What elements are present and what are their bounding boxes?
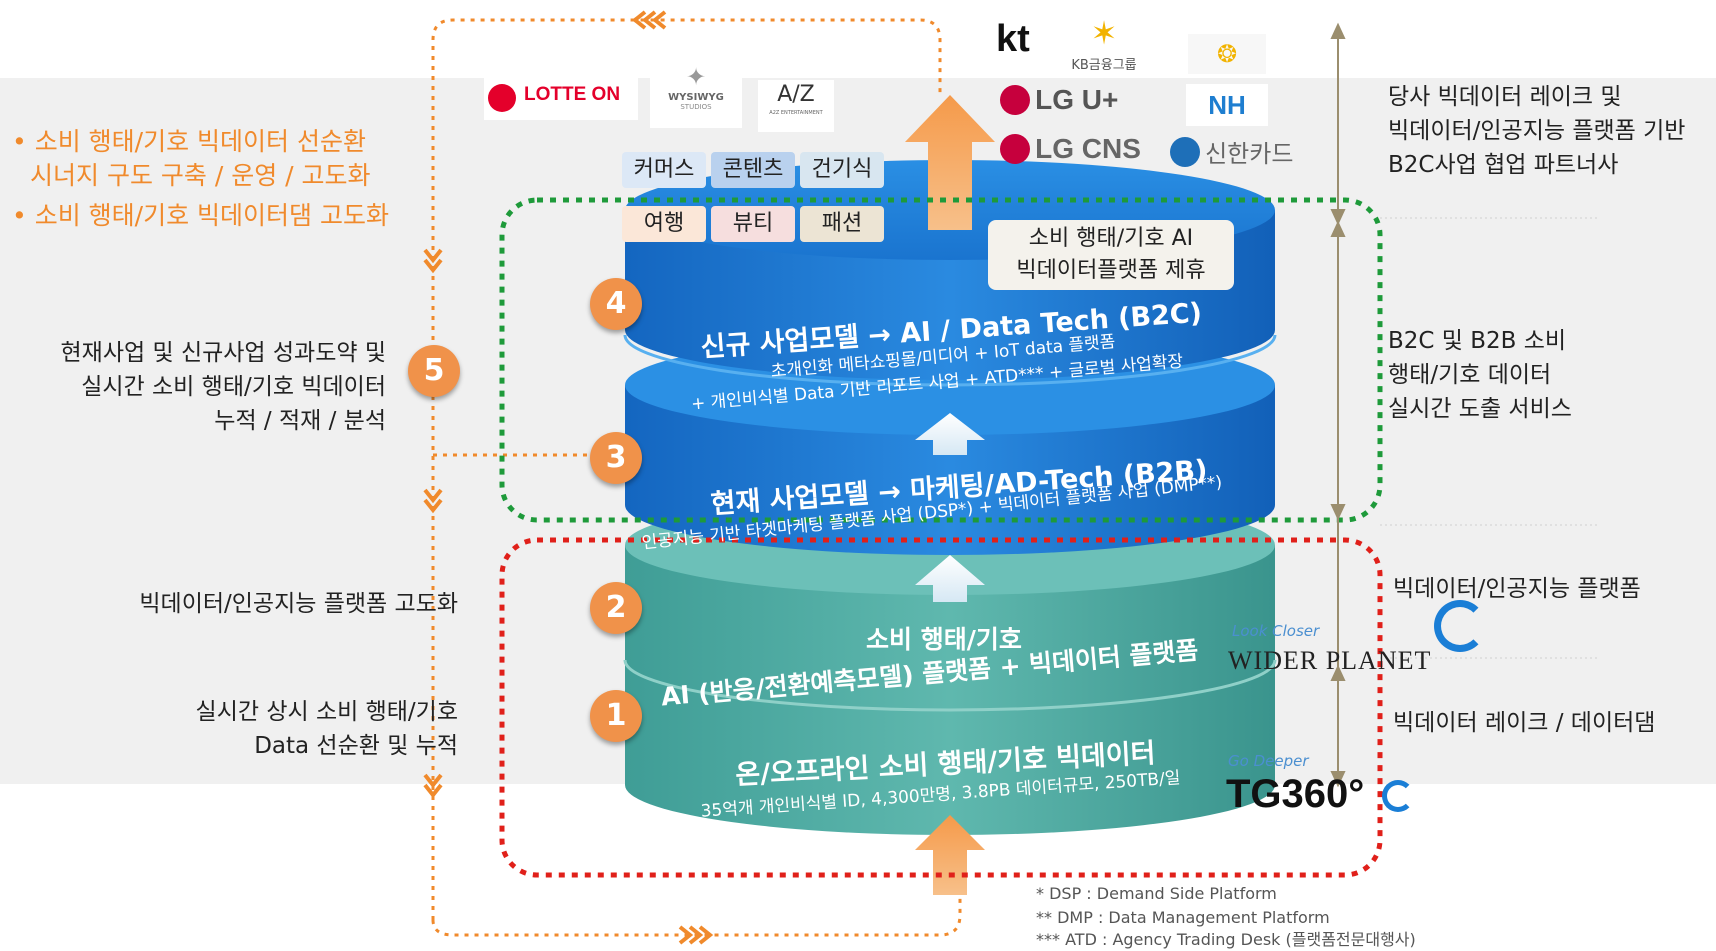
feedback-loop xyxy=(431,18,962,937)
shinhan-logo: 신한카드 xyxy=(1170,134,1293,169)
partnership-line-1: 소비 행태/기호 AI xyxy=(1028,226,1194,251)
b2c-b2b-desc: B2C 및 B2B 소비 행태/기호 데이터 실시간 도출 서비스 xyxy=(1388,324,1572,426)
step-badge-5: 5 xyxy=(408,345,460,397)
nh-label: NH xyxy=(1208,90,1246,120)
footnote-atd: *** ATD : Agency Trading Desk (플랫폼전문대행사) xyxy=(1036,930,1416,949)
nh-logo: NH xyxy=(1186,84,1268,126)
step-badge-1: 1 xyxy=(590,690,642,742)
b2c-b2b-line-3: 실시간 도출 서비스 xyxy=(1388,396,1572,422)
kb-label: KB금융그룹 xyxy=(1071,58,1137,73)
nh-symbol-logo: ❂ xyxy=(1188,34,1266,74)
lgu-logo: LG U+ xyxy=(1000,84,1118,116)
b2c-b2b-line-1: B2C 및 B2B 소비 xyxy=(1388,328,1567,354)
platform-desc: 빅데이터/인공지능 플랫폼 xyxy=(1393,576,1641,602)
tg360-brand: TG360° xyxy=(1226,772,1365,816)
lg-face-icon-2 xyxy=(1000,134,1030,164)
nh-symbol-icon: ❂ xyxy=(1216,40,1238,68)
partnership-box: 소비 행태/기호 AI 빅데이터플랫폼 제휴 xyxy=(988,220,1234,290)
lgcns-label: LG CNS xyxy=(1035,133,1141,164)
realtime-text: 실시간 상시 소비 행태/기호 Data 선순환 및 누적 xyxy=(196,695,458,763)
wider-planet-swirl-icon xyxy=(1434,600,1486,652)
step-badge-3: 3 xyxy=(590,432,642,484)
partners-desc: 당사 빅데이터 레이크 및 빅데이터/인공지능 플랫폼 기반 B2C사업 협업 … xyxy=(1388,80,1685,182)
wysiwyg-butterfly-icon: ✦ xyxy=(685,63,707,91)
bullet-line-3: • 소비 행태/기호 빅데이터댐 고도화 xyxy=(12,201,389,230)
partners-line-1: 당사 빅데이터 레이크 및 xyxy=(1388,84,1622,110)
lotte-circle-icon xyxy=(488,84,516,112)
row-separators xyxy=(1380,217,1600,659)
tag-fashion: 패션 xyxy=(800,206,884,242)
realtime-line-1: 실시간 상시 소비 행태/기호 xyxy=(195,699,458,725)
a2z-logo: A/Z A2Z ENTERTAINMENT xyxy=(758,80,834,132)
step-badge-2: 2 xyxy=(590,582,642,634)
platform-upgrade-text: 빅데이터/인공지능 플랫폼 고도화 xyxy=(139,591,458,617)
wider-planet-tagline: Look Closer xyxy=(1232,622,1320,640)
step5-line-1: 현재사업 및 신규사업 성과도약 및 xyxy=(60,340,386,366)
b2x-frame xyxy=(499,197,1383,523)
tag-contents: 콘텐츠 xyxy=(711,152,795,188)
lgcns-logo: LG CNS xyxy=(1000,133,1141,165)
step5-line-2: 실시간 소비 행태/기호 빅데이터 xyxy=(81,374,386,400)
partners-line-2: 빅데이터/인공지능 플랫폼 기반 xyxy=(1388,118,1686,144)
right-timeline xyxy=(1330,22,1346,788)
lake-desc: 빅데이터 레이크 / 데이터댐 xyxy=(1393,710,1656,736)
bullet-line-2: 시너지 구도 구축 / 운영 / 고도화 xyxy=(30,161,371,190)
kb-logo: ✶ KB금융그룹 xyxy=(1044,12,1164,78)
wysiwyg-sub: STUDIOS xyxy=(680,103,712,111)
b2c-b2b-line-2: 행태/기호 데이터 xyxy=(1388,362,1552,388)
partners-line-3: B2C사업 협업 파트너사 xyxy=(1388,152,1619,178)
up-arrow-icons xyxy=(905,95,995,895)
a2z-label: A2Z ENTERTAINMENT xyxy=(769,110,823,116)
wysiwyg-logo: ✦ WYSIWYG STUDIOS xyxy=(650,62,742,128)
layer2-title-1: 소비 행태/기호 xyxy=(866,625,1022,654)
bullet-line-1: • 소비 행태/기호 빅데이터 선순환 xyxy=(12,127,366,156)
lotte-on-logo: LOTTE ON xyxy=(484,78,638,120)
partnership-line-2: 빅데이터플랫폼 제휴 xyxy=(1016,258,1206,283)
step-badge-4: 4 xyxy=(590,278,642,330)
step5-text: 현재사업 및 신규사업 성과도약 및 실시간 소비 행태/기호 빅데이터 누적 … xyxy=(61,336,386,438)
chevron-icons xyxy=(423,10,714,945)
shinhan-s-icon xyxy=(1170,136,1200,167)
tg360-swirl-icon xyxy=(1382,780,1414,812)
shinhan-label: 신한카드 xyxy=(1205,140,1294,168)
tag-health-food: 건기식 xyxy=(800,152,884,188)
tag-beauty: 뷰티 xyxy=(711,206,795,242)
realtime-line-2: Data 선순환 및 누적 xyxy=(254,733,458,759)
wider-planet-brand: WIDER PLANET xyxy=(1228,646,1432,675)
lgu-label: LG U+ xyxy=(1035,84,1119,115)
footnote-dmp: ** DMP : Data Management Platform xyxy=(1036,908,1330,927)
a2z-mark-icon: A/Z xyxy=(777,82,815,107)
lg-face-icon xyxy=(1000,85,1030,115)
wysiwyg-label: WYSIWYG xyxy=(668,92,724,103)
tg360-tagline: Go Deeper xyxy=(1228,752,1309,770)
kb-star-icon: ✶ xyxy=(1090,14,1118,52)
tag-travel: 여행 xyxy=(622,206,706,242)
lotte-on-label: LOTTE ON xyxy=(524,84,621,105)
lake-frame xyxy=(499,537,1383,878)
tag-commerce: 커머스 xyxy=(622,152,706,188)
kt-logo: kt xyxy=(996,18,1030,60)
step5-line-3: 누적 / 적재 / 분석 xyxy=(214,408,386,434)
footnote-dsp: * DSP : Demand Side Platform xyxy=(1036,884,1277,903)
